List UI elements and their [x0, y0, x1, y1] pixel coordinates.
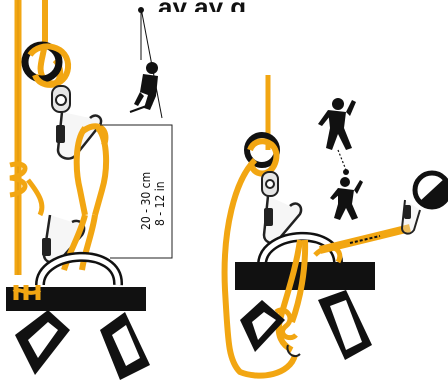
left-assembly: 20 - 30 cm 8 - 12 in	[6, 0, 172, 380]
left-belt-knot	[14, 285, 40, 300]
heading-text: ay ay g	[158, 0, 246, 22]
climbers-icon	[318, 98, 363, 220]
descender-icon	[52, 86, 70, 112]
left-rope-loop	[77, 128, 106, 215]
dimension-imperial-label: 8 - 12 in	[153, 181, 167, 226]
right-anchor-disc	[415, 173, 448, 208]
dimension-bracket: 20 - 30 cm 8 - 12 in	[100, 125, 172, 258]
climber-hanging-icon	[130, 7, 162, 118]
right-descender	[262, 172, 278, 196]
right-assembly	[225, 75, 448, 376]
heading: ay ay g	[158, 0, 246, 22]
dimension-metric-label: 20 - 30 cm	[139, 172, 153, 230]
